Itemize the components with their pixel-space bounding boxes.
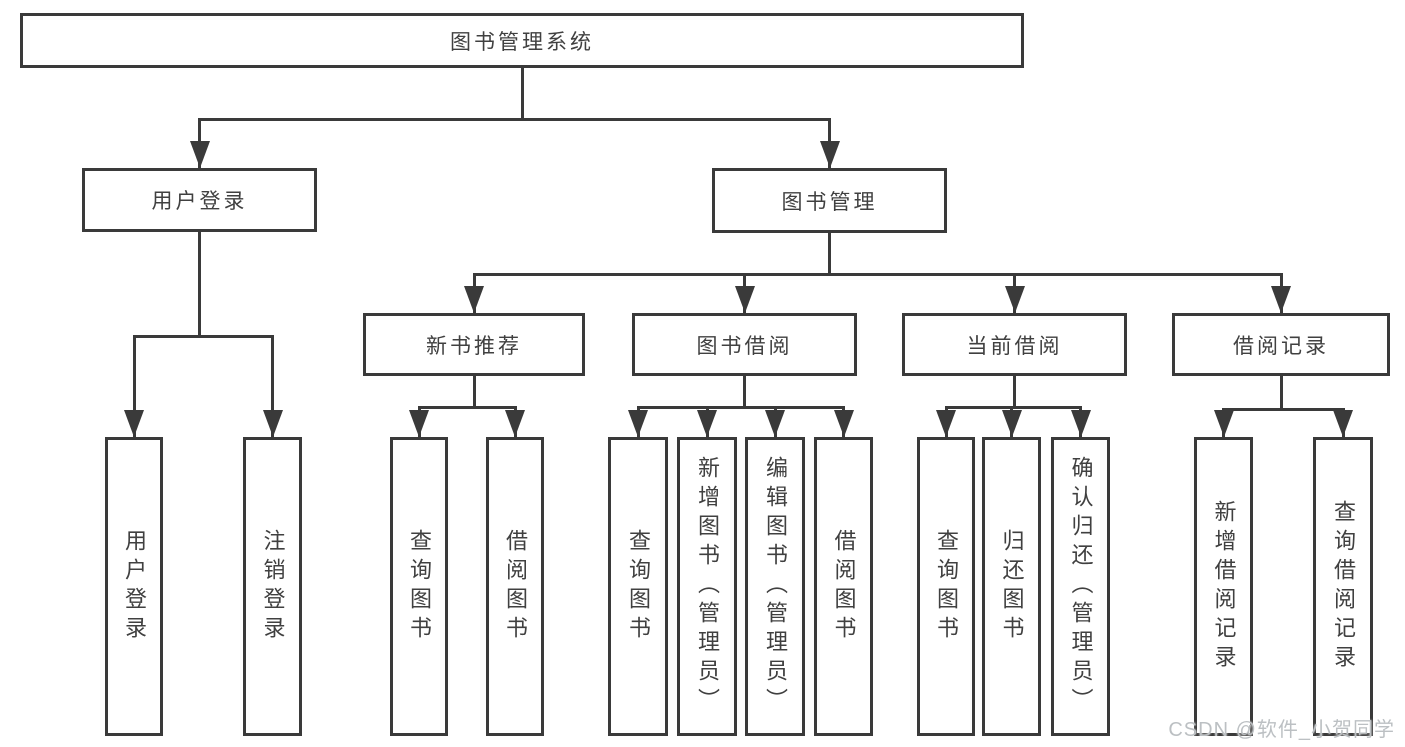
node-label-leaf-user-login: 用户登录 xyxy=(122,528,147,645)
arrowhead-leaf-add-record-icon xyxy=(1213,410,1234,437)
node-box-leaf-confirm-return: 确认归还（管理员） xyxy=(1051,437,1110,736)
node-label-leaf-confirm-return: 确认归还（管理员） xyxy=(1068,456,1094,717)
node-label-leaf-edit-book: 编辑图书（管理员） xyxy=(763,456,788,717)
arrowhead-leaf-user-login-icon xyxy=(124,410,144,437)
node-box-leaf-query-book-2: 查询图书 xyxy=(608,437,668,736)
connector-bus-book-borrow xyxy=(636,406,845,409)
arrowhead-borrow-records-icon xyxy=(1271,286,1291,313)
connector-bus-new-book-rec xyxy=(417,406,517,409)
arrowhead-user-login-icon xyxy=(189,141,210,168)
node-box-leaf-borrow-book-2: 借阅图书 xyxy=(814,437,873,736)
arrowhead-leaf-query-book-1-icon xyxy=(409,410,429,437)
node-label-leaf-query-book-3: 查询图书 xyxy=(934,528,959,645)
arrowhead-new-book-rec-icon xyxy=(464,286,484,313)
connector-stem-new-book-rec xyxy=(472,376,476,406)
connector-drop-leaf-user-login xyxy=(132,335,136,437)
node-label-book-mgmt: 图书管理 xyxy=(781,190,878,214)
connector-drop-leaf-logout xyxy=(271,335,274,437)
node-box-leaf-return-book: 归还图书 xyxy=(982,437,1041,736)
node-label-root: 图书管理系统 xyxy=(450,30,594,54)
node-box-root: 图书管理系统 xyxy=(20,13,1024,68)
node-label-borrow-records: 借阅记录 xyxy=(1233,334,1329,358)
node-box-leaf-add-record: 新增借阅记录 xyxy=(1194,437,1253,736)
node-box-leaf-query-book-1: 查询图书 xyxy=(390,437,448,736)
connector-stem-current-borrow xyxy=(1013,376,1016,406)
node-box-borrow-records: 借阅记录 xyxy=(1172,313,1390,376)
node-box-leaf-borrow-book-1: 借阅图书 xyxy=(486,437,544,736)
node-box-user-login: 用户登录 xyxy=(82,168,317,232)
node-label-leaf-query-book-1: 查询图书 xyxy=(407,528,432,645)
connector-stem-book-mgmt xyxy=(828,233,831,273)
connector-bus-book-mgmt xyxy=(472,273,1283,276)
node-box-leaf-query-book-3: 查询图书 xyxy=(917,437,975,736)
arrowhead-leaf-edit-book-icon xyxy=(765,410,785,437)
node-box-new-book-rec: 新书推荐 xyxy=(363,313,585,376)
arrowhead-leaf-borrow-book-1-icon xyxy=(505,410,525,437)
connector-stem-borrow-records xyxy=(1279,376,1283,408)
node-box-leaf-add-book: 新增图书（管理员） xyxy=(677,437,737,736)
node-label-leaf-return-book: 归还图书 xyxy=(999,528,1025,645)
arrowhead-leaf-borrow-book-2-icon xyxy=(833,410,854,437)
arrowhead-book-mgmt-icon xyxy=(819,141,840,168)
connector-bus-root xyxy=(198,118,831,121)
node-box-book-mgmt: 图书管理 xyxy=(712,168,947,233)
arrowhead-leaf-add-book-icon xyxy=(697,410,717,437)
node-label-leaf-add-book: 新增图书（管理员） xyxy=(695,456,720,717)
node-box-book-borrow: 图书借阅 xyxy=(632,313,857,376)
arrowhead-leaf-query-record-icon xyxy=(1333,410,1353,437)
node-label-book-borrow: 图书借阅 xyxy=(696,334,793,358)
node-label-new-book-rec: 新书推荐 xyxy=(426,334,522,358)
csdn-watermark: CSDN @软件_小贺同学 xyxy=(1168,719,1395,741)
node-label-user-login: 用户登录 xyxy=(151,190,248,213)
node-label-leaf-logout: 注销登录 xyxy=(260,528,286,645)
node-label-leaf-borrow-book-1: 借阅图书 xyxy=(503,528,528,645)
node-label-leaf-add-record: 新增借阅记录 xyxy=(1211,499,1237,674)
arrowhead-leaf-confirm-return-icon xyxy=(1070,410,1091,437)
arrowhead-leaf-query-book-2-icon xyxy=(628,410,648,437)
connector-stem-root xyxy=(520,68,524,118)
arrowhead-current-borrow-icon xyxy=(1004,286,1025,313)
arrowhead-book-borrow-icon xyxy=(734,286,755,313)
node-label-leaf-borrow-book-2: 借阅图书 xyxy=(831,528,857,645)
node-box-leaf-user-login: 用户登录 xyxy=(105,437,163,736)
arrowhead-leaf-logout-icon xyxy=(262,410,283,437)
node-box-leaf-query-record: 查询借阅记录 xyxy=(1313,437,1373,736)
node-box-current-borrow: 当前借阅 xyxy=(902,313,1127,376)
node-label-current-borrow: 当前借阅 xyxy=(966,334,1063,358)
connector-stem-user-login xyxy=(198,232,201,335)
arrowhead-leaf-query-book-3-icon xyxy=(936,410,956,437)
connector-bus-user-login xyxy=(132,335,274,338)
node-box-leaf-edit-book: 编辑图书（管理员） xyxy=(745,437,805,736)
node-label-leaf-query-book-2: 查询图书 xyxy=(626,528,651,645)
connector-bus-current-borrow xyxy=(944,406,1082,409)
connector-stem-book-borrow xyxy=(743,376,746,406)
arrowhead-leaf-return-book-icon xyxy=(1001,410,1022,437)
connector-bus-borrow-records xyxy=(1222,408,1345,411)
node-label-leaf-query-record: 查询借阅记录 xyxy=(1331,499,1356,674)
node-box-leaf-logout: 注销登录 xyxy=(243,437,302,736)
